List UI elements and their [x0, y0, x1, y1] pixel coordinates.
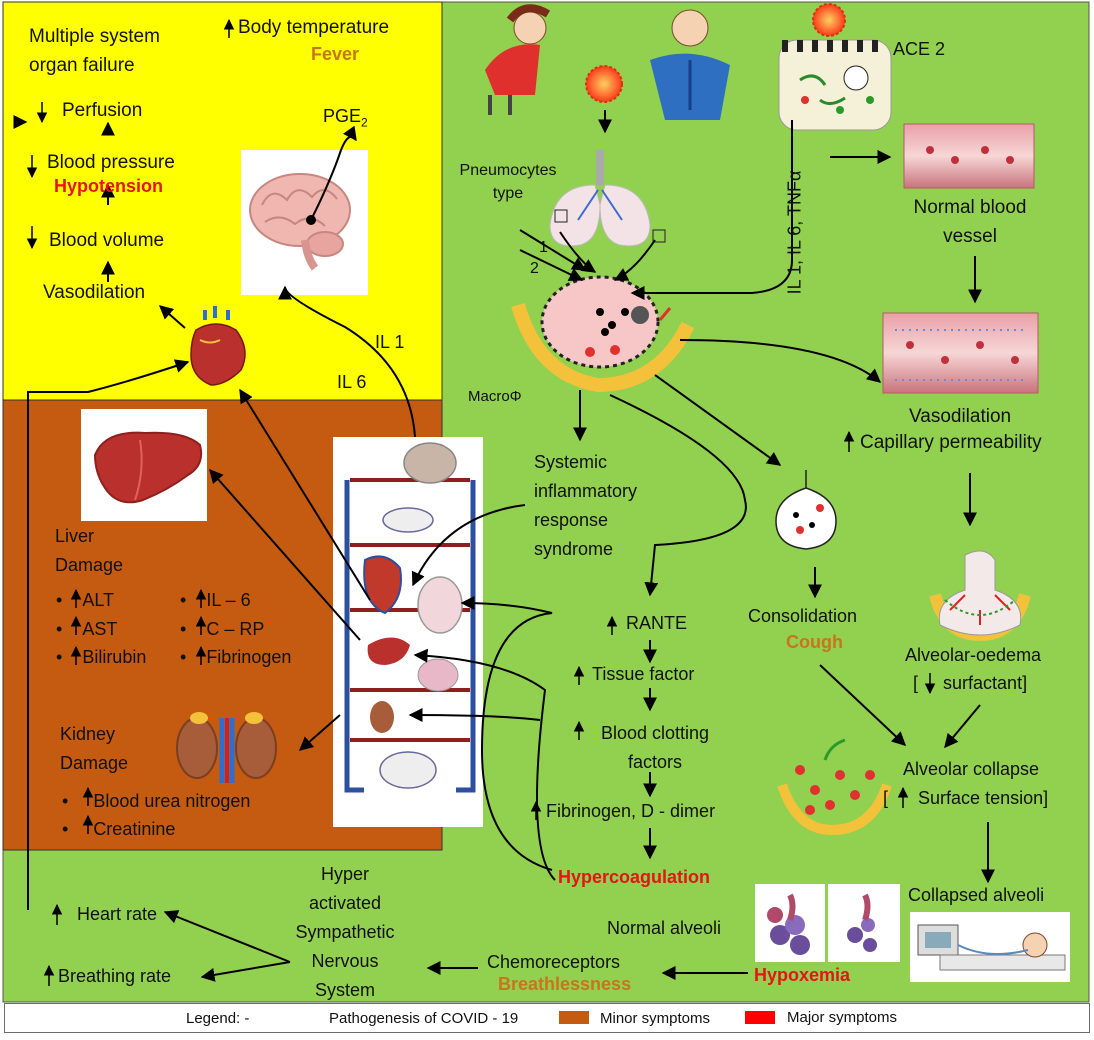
kidney-markers: • Blood urea nitrogen • Creatinine: [62, 791, 251, 839]
perfusion-label: Perfusion: [62, 100, 143, 121]
tissue-factor-label: Tissue factor: [592, 664, 695, 684]
hypoxemia-label: Hypoxemia: [754, 965, 851, 985]
legend-minor: Minor symptoms: [600, 1010, 711, 1027]
vasodilation-left-label: Vasodilation: [43, 282, 146, 303]
type1-label: 1: [539, 239, 548, 256]
legend-label: Legend: -: [186, 1010, 250, 1027]
alveoli-icon: [767, 893, 877, 955]
normal-alveoli-label: Normal alveoli: [607, 918, 722, 938]
capillary-label: Capillary permeability: [860, 432, 1042, 453]
blood-volume-label: Blood volume: [49, 230, 165, 251]
collapse-icon: [777, 738, 892, 836]
macrophage-label: MacroΦ: [468, 388, 522, 405]
il1-label: IL 1: [375, 332, 405, 352]
blood-pressure-label: Blood pressure: [47, 152, 175, 173]
rante-label: RANTE: [626, 613, 688, 633]
oedema-icon: [929, 550, 1031, 642]
patient-icon: [917, 924, 1066, 971]
pathway-arrows: [27, 110, 995, 982]
chemoreceptors-label: Chemoreceptors: [487, 952, 621, 972]
hypercoagulation-label: Hypercoagulation: [558, 867, 711, 887]
surface-tension-label: [ Surface tension]: [883, 788, 1049, 808]
liver-icon: [93, 431, 203, 504]
cough-label: Cough: [786, 632, 843, 652]
heart-rate-label: Heart rate: [77, 904, 158, 924]
indicator-arrows: [26, 18, 936, 986]
collapsed-alveoli-label: Collapsed alveoli: [908, 885, 1045, 905]
oedema-label: Alveolar-oedema: [905, 645, 1042, 665]
ace2-label: ACE 2: [893, 39, 946, 59]
legend-pathogenesis: Pathogenesis of COVID - 19: [329, 1010, 519, 1027]
hypotension-label: Hypotension: [54, 176, 164, 196]
virus-icon: [585, 3, 846, 103]
liver-markers-right: • IL – 6 • C – RP • Fibrinogen: [180, 590, 292, 667]
pge-label: PGE2: [323, 106, 368, 130]
lungs-icon: [549, 150, 666, 247]
dilated-vessel-icon: [882, 312, 1039, 394]
normal-vessel-icon: [903, 123, 1035, 189]
legend: Legend: - Pathogenesis of COVID - 19 Min…: [4, 1003, 1090, 1033]
breathing-rate-label: Breathing rate: [58, 966, 172, 986]
heart-icon: [190, 306, 246, 386]
fibrinogen-label: Fibrinogen, D - dimer: [546, 801, 716, 821]
breathlessness-label: Breathlessness: [498, 974, 632, 994]
vasodilation-right-label: Vasodilation: [909, 406, 1012, 427]
circulation-icon: [344, 442, 476, 793]
consolidation-label: Consolidation: [748, 606, 858, 626]
cytokines-label: IL 1, IL 6, TNFα: [784, 170, 805, 295]
surfactant-label: [ surfactant]: [913, 673, 1028, 693]
legend-major-swatch: [745, 1011, 775, 1024]
ace2-cell-icon: [778, 39, 892, 131]
fever-label: Fever: [311, 44, 360, 64]
body-temperature-label: Body temperature: [238, 17, 390, 38]
liver-markers-left: • ALT • AST • Bilirubin: [56, 590, 147, 667]
people-coughing-icon: [485, 4, 730, 120]
kidney-icon: [176, 712, 277, 783]
legend-minor-swatch: [559, 1011, 589, 1024]
il6-label: IL 6: [337, 372, 367, 392]
type2-label: 2: [530, 260, 539, 277]
alveolus-icon: [511, 275, 695, 393]
legend-major: Major symptoms: [787, 1009, 898, 1026]
consolidation-icon: [775, 470, 837, 550]
alveolar-collapse-label: Alveolar collapse: [903, 759, 1040, 779]
